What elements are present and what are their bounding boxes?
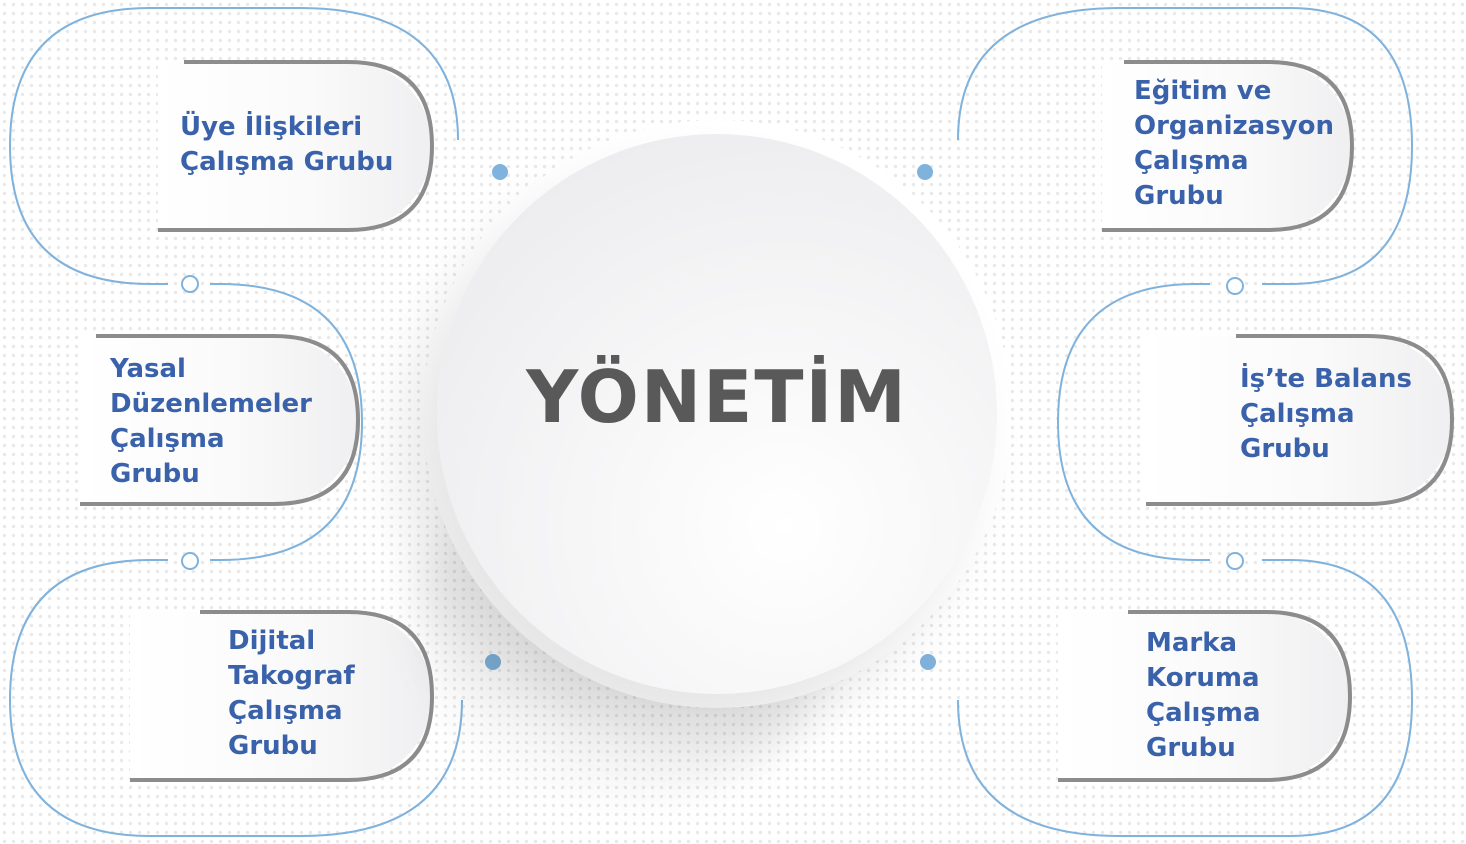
pill-stroke-is: [1146, 334, 1455, 506]
center-circle: [437, 134, 997, 694]
center-title: YÖNETİM: [526, 355, 908, 439]
pill-fill-uye: [158, 62, 432, 230]
dot-bottom-left: [485, 654, 501, 670]
group-label-dijital: Dijital Takograf Çalışma Grubu: [228, 626, 355, 761]
group-label-yasal: Yasal Düzenlemeler Çalışma Grubu: [110, 354, 313, 489]
group-label-marka: Marka Koruma Çalışma Grubu: [1146, 628, 1261, 763]
outline-dijital: [8, 559, 463, 837]
outline-marka: [957, 559, 1414, 837]
group-label-uye: Üye İlişkileri Çalışma Grubu: [180, 112, 394, 177]
pill-fill-yasal: [80, 336, 358, 504]
outline-is: [1056, 283, 1210, 561]
pill-stroke-marka: [1058, 610, 1353, 782]
outline-egitim: [957, 7, 1414, 285]
junction-left-bottom: [181, 552, 199, 570]
outline-yasal: [210, 283, 364, 561]
outline-uye: [8, 7, 459, 285]
pill-fill-dijital: [130, 612, 432, 780]
dot-bottom-right: [920, 654, 936, 670]
pill-fill-marka: [1058, 612, 1350, 780]
pill-stroke-yasal: [80, 334, 361, 506]
pill-fill-is: [1146, 336, 1452, 504]
dot-top-right: [917, 164, 933, 180]
pill-stroke-uye: [158, 60, 435, 232]
junction-left-top: [181, 275, 199, 293]
junction-right-bottom: [1226, 552, 1244, 570]
dot-top-left: [492, 164, 508, 180]
pill-stroke-egitim: [1102, 60, 1355, 232]
pill-fill-egitim: [1102, 62, 1352, 230]
pill-stroke-dijital: [130, 610, 435, 782]
junction-right-top: [1226, 277, 1244, 295]
group-label-egitim: Eğitim ve Organizasyon Çalışma Grubu: [1134, 76, 1334, 211]
group-label-is: İş’te Balans Çalışma Grubu: [1240, 364, 1412, 464]
